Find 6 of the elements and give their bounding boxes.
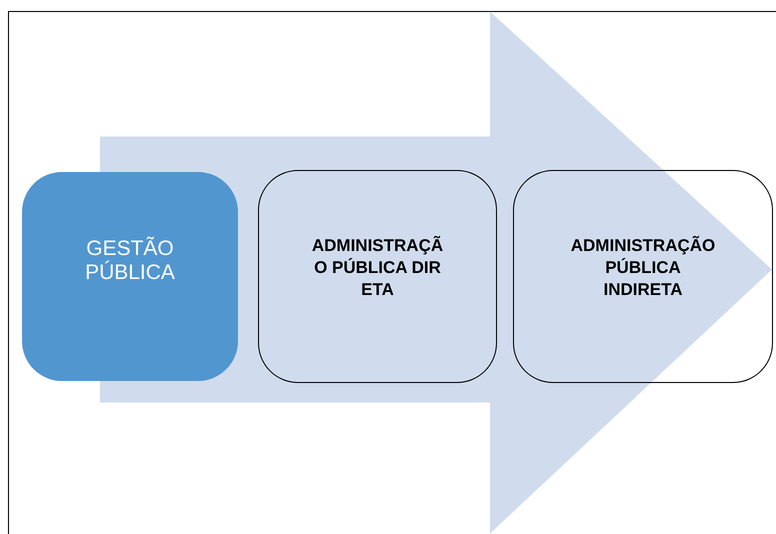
box-label: ADMINISTRAÇÃO PÚBLICA INDIRETA: [570, 235, 716, 301]
process-box: [22, 172, 238, 381]
process-box: [513, 170, 773, 383]
box-label: GESTÃO PÚBLICA: [84, 237, 176, 285]
box-label: ADMINISTRAÇÃO PÚBLICA DIRETA: [310, 235, 444, 301]
process-box: [258, 170, 497, 383]
